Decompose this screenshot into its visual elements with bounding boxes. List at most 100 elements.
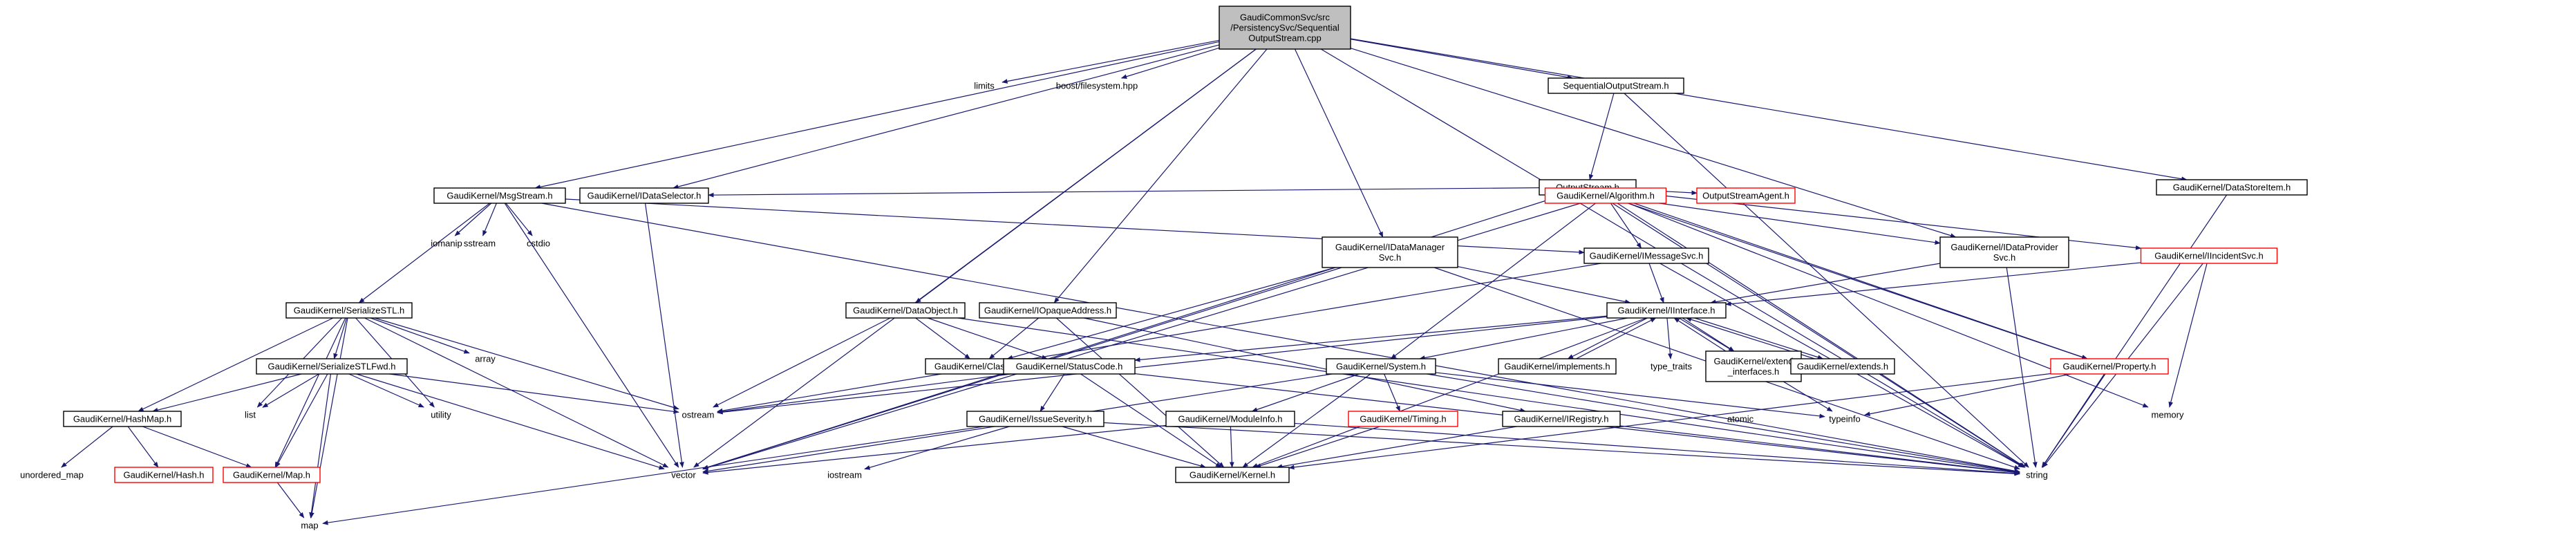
edge-serstl-to-ostream	[374, 317, 679, 410]
node-label-osagent-0: OutputStreamAgent.h	[1702, 191, 1789, 201]
node-dsitem[interactable]: GaudiKernel/DataStoreItem.h	[2156, 179, 2308, 196]
node-label-system-0: GaudiKernel/System.h	[1336, 362, 1426, 372]
edge-idatamgr-to-classid	[1006, 267, 1336, 360]
edge-idataprov-to-iinterface	[1710, 263, 1941, 305]
node-property[interactable]: GaudiKernel/Property.h	[2050, 358, 2169, 375]
node-dataobj[interactable]: GaudiKernel/DataObject.h	[845, 302, 966, 319]
node-mapH[interactable]: GaudiKernel/Map.h	[223, 467, 321, 483]
edge-iopaque-to-classid	[988, 317, 1040, 359]
node-label-imsgsvc-0: GaudiKernel/IMessageSvc.h	[1590, 251, 1704, 261]
edge-serstlfwd-to-map	[309, 373, 332, 518]
node-string: string	[2026, 470, 2048, 480]
edge-serstlfwd-to-mapH	[275, 373, 328, 468]
node-box-serstl	[285, 302, 413, 319]
node-box-iopaque	[979, 302, 1117, 319]
edge-moduleinfo-to-string	[1294, 422, 2020, 476]
node-hashmap[interactable]: GaudiKernel/HashMap.h	[63, 411, 182, 427]
node-algorithm[interactable]: GaudiKernel/Algorithm.h	[1544, 187, 1667, 204]
edge-iinterface-to-system	[1419, 317, 1628, 360]
edge-serstlfwd-to-hashmap	[152, 373, 302, 413]
edge-property-to-kernel	[1288, 373, 2051, 470]
edge-idatamgr-to-iinterface	[1457, 265, 1631, 304]
node-serstlfwd[interactable]: GaudiKernel/SerializeSTLFwd.h	[256, 358, 408, 375]
node-typetraits: type_traits	[1651, 362, 1692, 372]
edge-implements-to-iinterface	[1576, 317, 1657, 359]
node-label-algorithm-0: GaudiKernel/Algorithm.h	[1557, 191, 1655, 201]
edge-iopaque-to-kernel	[1055, 317, 1225, 468]
node-kernel[interactable]: GaudiKernel/Kernel.h	[1175, 467, 1290, 483]
edge-hashmap-to-mapH	[142, 426, 252, 468]
edge-outstream-to-idatasel	[708, 187, 1540, 198]
edge-iopaque-to-iregistry	[1083, 317, 1526, 413]
node-box-iinterface	[1606, 302, 1727, 319]
node-iopaque[interactable]: GaudiKernel/IOpaqueAddress.h	[979, 302, 1117, 319]
node-label-vector-0: vector	[671, 470, 696, 480]
node-serstl[interactable]: GaudiKernel/SerializeSTL.h	[285, 302, 413, 319]
node-label-iseverity-0: GaudiKernel/IssueSeverity.h	[979, 414, 1092, 424]
node-extendif[interactable]: GaudiKernel/extend_interfaces.h	[1705, 350, 1802, 382]
edge-msgstream-to-iomanip	[454, 203, 492, 236]
node-box-osagent	[1696, 187, 1796, 204]
node-label-timing-0: GaudiKernel/Timing.h	[1360, 414, 1446, 424]
node-box-dataobj	[845, 302, 966, 319]
node-iincident[interactable]: GaudiKernel/IIncidentSvc.h	[2140, 247, 2278, 264]
node-label-iincident-0: GaudiKernel/IIncidentSvc.h	[2154, 251, 2264, 261]
edge-statuscode-to-iseverity	[1040, 373, 1065, 412]
edge-system-to-typeinfo	[1435, 372, 1825, 419]
node-osagent[interactable]: OutputStreamAgent.h	[1696, 187, 1796, 204]
node-label-string-0: string	[2026, 470, 2048, 480]
node-box-system	[1326, 358, 1436, 375]
node-idatasel[interactable]: GaudiKernel/IDataSelector.h	[579, 187, 709, 204]
node-box-iseverity	[966, 411, 1104, 427]
edge-mapH-to-map	[276, 482, 305, 518]
node-memory: memory	[2152, 410, 2184, 420]
node-box-iincident	[2140, 247, 2278, 264]
node-imsgsvc[interactable]: GaudiKernel/IMessageSvc.h	[1583, 247, 1709, 264]
node-label-atomic-0: atomic	[1727, 414, 1754, 424]
node-iseverity[interactable]: GaudiKernel/IssueSeverity.h	[966, 411, 1104, 427]
node-label-msgstream-0: GaudiKernel/MsgStream.h	[446, 191, 552, 201]
node-ostream: ostream	[682, 410, 715, 420]
node-unordered: unordered_map	[20, 470, 84, 480]
node-label-unordered-0: unordered_map	[20, 470, 84, 480]
node-iregistry[interactable]: GaudiKernel/IRegistry.h	[1502, 411, 1621, 427]
node-msgstream[interactable]: GaudiKernel/MsgStream.h	[433, 187, 566, 204]
node-statuscode[interactable]: GaudiKernel/StatusCode.h	[1003, 358, 1136, 375]
edge-iincident-to-memory	[2168, 263, 2208, 408]
node-utility: utility	[431, 410, 451, 420]
edge-iinterface-to-statuscode	[1134, 315, 1608, 362]
node-iinterface[interactable]: GaudiKernel/IInterface.h	[1606, 302, 1727, 319]
node-seqout[interactable]: SequentialOutputStream.h	[1548, 77, 1684, 94]
node-vector: vector	[671, 470, 696, 480]
node-moduleinfo[interactable]: GaudiKernel/ModuleInfo.h	[1165, 411, 1295, 427]
node-label-iinterface-0: GaudiKernel/IInterface.h	[1618, 306, 1715, 316]
edge-msgstream-to-cstdio	[505, 203, 533, 236]
node-label-extends-0: GaudiKernel/extends.h	[1797, 362, 1888, 372]
node-label-iregistry-0: GaudiKernel/IRegistry.h	[1514, 414, 1608, 424]
node-system[interactable]: GaudiKernel/System.h	[1326, 358, 1436, 375]
edge-imsgsvc-to-iinterface	[1648, 263, 1664, 303]
edge-outstream-to-memory	[1606, 194, 2149, 408]
edge-root-to-idatasel	[673, 44, 1220, 189]
edge-property-to-typeinfo	[1864, 373, 2071, 417]
edge-serstl-to-map	[310, 317, 348, 518]
node-hash[interactable]: GaudiKernel/Hash.h	[114, 467, 214, 483]
node-extends[interactable]: GaudiKernel/extends.h	[1790, 358, 1895, 375]
node-box-idatamgr	[1322, 236, 1458, 268]
node-label-idataprov-0: GaudiKernel/IDataProvider	[1950, 242, 2058, 252]
node-implements[interactable]: GaudiKernel/implements.h	[1498, 358, 1617, 375]
node-label-extendif-1: _interfaces.h	[1727, 366, 1779, 377]
node-timing[interactable]: GaudiKernel/Timing.h	[1348, 411, 1458, 427]
edge-iinterface-to-extendif	[1682, 317, 1735, 352]
node-cstdio: cstdio	[527, 238, 550, 249]
node-iomanip: iomanip	[431, 238, 462, 249]
node-label-idatamgr-0: GaudiKernel/IDataManager	[1335, 242, 1445, 252]
edge-serstl-to-mapH	[274, 317, 346, 468]
edge-root-to-idataprov	[1350, 48, 1957, 238]
edge-seqout-to-string	[1624, 93, 2029, 468]
node-label-serstlfwd-0: GaudiKernel/SerializeSTLFwd.h	[268, 362, 396, 372]
node-root[interactable]: GaudiCommonSvc/src/PersistencySvc/Sequen…	[1219, 6, 1351, 50]
